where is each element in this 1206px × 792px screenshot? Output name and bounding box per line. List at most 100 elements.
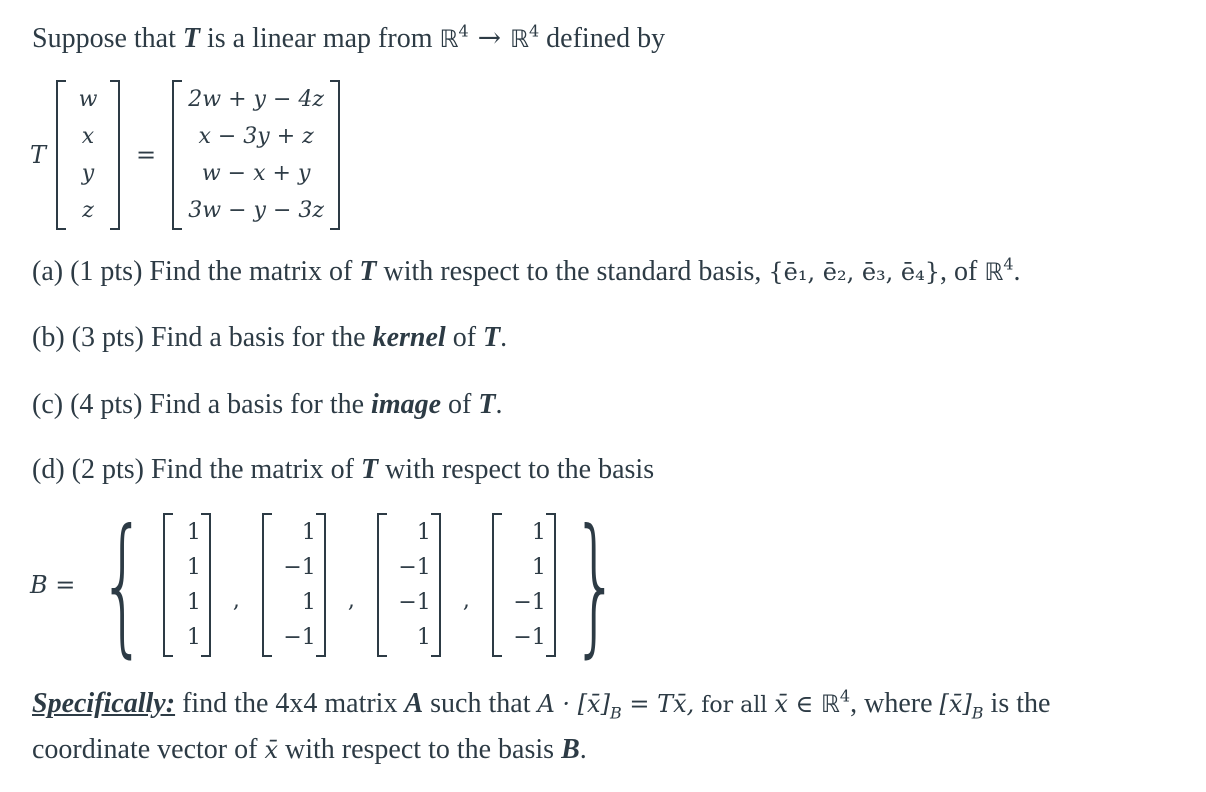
spec-text: such that: [423, 688, 538, 719]
spec-text: coordinate vector of: [32, 734, 265, 765]
specifically-label: Specifically:: [32, 688, 176, 719]
vector-entry: −1: [283, 555, 316, 580]
exponent: 4: [839, 686, 851, 706]
vector-entry: 1: [186, 555, 201, 580]
intro-text: defined by: [539, 23, 666, 54]
left-bracket: [162, 513, 173, 657]
vector-entry: −1: [398, 555, 431, 580]
part-text: of: [445, 322, 484, 353]
output-vector: 2w + y − 4z x − 3y + z w − x + y 3w − y …: [182, 81, 330, 229]
exponent: 4: [528, 21, 540, 41]
basis-label: B =: [30, 571, 76, 599]
left-bracket: [261, 513, 272, 657]
period: .: [500, 322, 508, 353]
part-text: (c) (4 pts) Find a basis for the: [32, 389, 372, 420]
left-brace: {: [99, 498, 147, 672]
coordinate-vector: [x̄]: [939, 690, 972, 718]
part-b: (b) (3 pts) Find a basis for the kernel …: [32, 320, 507, 356]
basis-vector-3: 1 −1 −1 1: [387, 515, 431, 655]
comma: ,: [347, 587, 355, 613]
vector-entry: w: [78, 87, 98, 112]
part-a: (a) (1 pts) Find the matrix of T with re…: [32, 254, 1021, 290]
standard-basis: {ē₁, ē₂, ē₃, ē₄}: [768, 258, 940, 286]
vector-entry: y: [81, 161, 95, 186]
specifically-line-1: Specifically: find the 4x4 matrix A such…: [32, 686, 1050, 724]
subscript-B: B: [609, 703, 622, 723]
reals-symbol: ℝ: [820, 690, 840, 718]
period: .: [495, 389, 503, 420]
part-text: with respect to the standard basis,: [376, 256, 769, 287]
matrix-A: A: [404, 688, 424, 719]
part-d: (d) (2 pts) Find the matrix of T with re…: [32, 452, 654, 488]
map-T: T: [360, 454, 379, 485]
exponent: 4: [458, 21, 469, 41]
image-term: image: [371, 389, 442, 420]
reals-symbol: ℝ: [984, 258, 1004, 286]
vector-entry: z: [82, 198, 94, 223]
part-text: (b) (3 pts) Find a basis for the: [32, 322, 373, 353]
part-text: (a) (1 pts) Find the matrix of: [32, 256, 360, 287]
vector-entry: 1: [186, 625, 201, 650]
right-brace: }: [571, 498, 620, 672]
left-bracket: [56, 80, 67, 230]
vector-entry: −1: [398, 590, 431, 615]
right-bracket: [315, 513, 326, 657]
basis-vector-4: 1 1 −1 −1: [502, 515, 546, 655]
spec-text: is the: [983, 688, 1051, 719]
equation-rhs: = Tx̄,: [621, 690, 695, 718]
x-bar: x̄: [264, 736, 278, 764]
vector-entry: 1: [301, 590, 316, 615]
part-text: of: [441, 389, 479, 420]
intro-text: Suppose that: [32, 23, 183, 54]
map-T: T: [478, 389, 496, 420]
equation-lhs: A · [x̄]: [537, 690, 610, 718]
basis-B-ref: B: [561, 734, 580, 765]
vector-entry: 1: [186, 520, 201, 545]
part-text: , of: [940, 256, 985, 287]
equals-sign: =: [136, 141, 157, 169]
vector-entry: 2w + y − 4z: [188, 87, 324, 112]
part-text: with respect to the basis: [378, 454, 655, 485]
vector-entry: −1: [513, 625, 546, 650]
vector-entry: −1: [513, 590, 546, 615]
exponent: 4: [1003, 254, 1014, 274]
spec-text: for all: [694, 693, 775, 718]
x-in: x̄ ∈: [774, 690, 821, 718]
map-T: T: [359, 256, 377, 287]
vector-entry: 1: [186, 590, 201, 615]
spec-text: , where: [850, 688, 940, 719]
map-label: T: [30, 141, 47, 169]
arrow-symbol: →: [468, 21, 510, 54]
basis-B: B = { 1 1 1 1 , 1 −1 1 −1 , 1 −1 −1 1 , …: [30, 510, 643, 660]
intro-text: is a linear map from: [200, 23, 440, 54]
intro-sentence: Suppose that T is a linear map from ℝ4 →…: [32, 20, 665, 57]
reals-symbol: ℝ: [439, 25, 459, 53]
comma: ,: [462, 587, 470, 613]
part-text: (d) (2 pts) Find the matrix of: [32, 454, 361, 485]
right-bracket: [545, 513, 556, 657]
subscript-B: B: [971, 703, 984, 723]
vector-entry: 1: [531, 520, 546, 545]
left-bracket: [376, 513, 387, 657]
right-bracket: [430, 513, 441, 657]
spec-text: with respect to the basis: [278, 734, 562, 765]
basis-vector-2: 1 −1 1 −1: [272, 515, 316, 655]
kernel-term: kernel: [372, 322, 446, 353]
right-bracket: [200, 513, 211, 657]
period: .: [1013, 256, 1021, 287]
map-definition: T w x y z = 2w + y − 4z x − 3y + z w − x…: [30, 80, 341, 230]
right-bracket: [110, 80, 121, 230]
input-vector: w x y z: [66, 81, 110, 229]
map-T: T: [483, 322, 501, 353]
vector-entry: −1: [283, 625, 316, 650]
basis-vector-1: 1 1 1 1: [173, 515, 201, 655]
vector-entry: 1: [531, 555, 546, 580]
left-bracket: [491, 513, 502, 657]
right-bracket: [330, 80, 341, 230]
vector-entry: 1: [301, 520, 316, 545]
vector-entry: 1: [416, 625, 431, 650]
vector-entry: 3w − y − 3z: [188, 198, 324, 223]
comma: ,: [232, 587, 240, 613]
vector-entry: w − x + y: [201, 161, 311, 186]
vector-entry: 1: [416, 520, 431, 545]
